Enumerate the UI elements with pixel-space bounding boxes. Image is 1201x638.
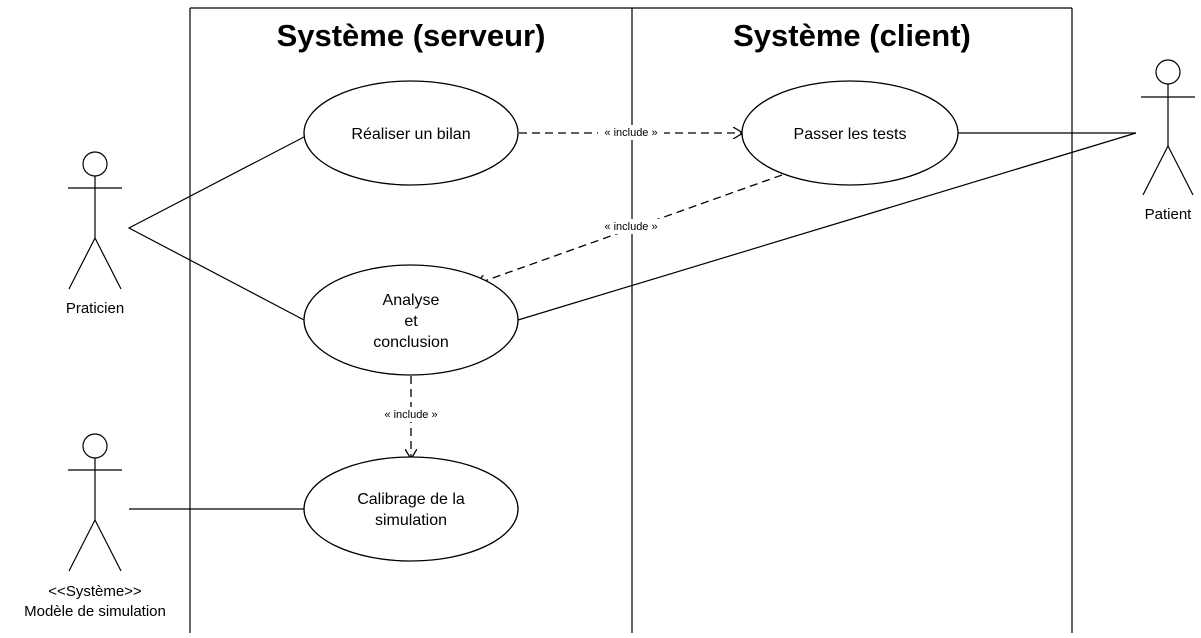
actor-stereotype: <<Système>> <box>48 583 142 600</box>
use-case-ellipse <box>303 264 519 376</box>
actor-patient: Patient <box>1141 59 1195 223</box>
include-label-bilan-tests: « include » <box>604 127 657 139</box>
stick-figure-icon <box>68 151 122 290</box>
actor-modele-simulation: <<Système>> Modèle de simulation <box>24 433 166 620</box>
actor-label: Praticien <box>66 300 124 317</box>
include-label-analyse-calibrage: « include » <box>384 409 437 421</box>
actor-label: Modèle de simulation <box>24 603 166 620</box>
use-case-ellipse <box>303 80 519 186</box>
use-case-label-line-2: simulation <box>375 512 447 529</box>
use-case-bilan: Réaliser un bilan <box>303 80 519 186</box>
include-label-bg-1 <box>598 125 664 140</box>
system-boundaries <box>189 7 1073 633</box>
use-case-label: Réaliser un bilan <box>351 126 470 143</box>
use-case-label: Passer les tests <box>794 126 907 143</box>
include-label-tests-analyse: « include » <box>604 221 657 233</box>
stick-figure-icon <box>68 433 122 572</box>
use-case-tests: Passer les tests <box>741 80 959 186</box>
actor-label: Patient <box>1145 206 1193 223</box>
include-dependencies: « include » « include » « include » <box>376 125 783 459</box>
use-case-ellipse <box>303 456 519 562</box>
actor-praticien: Praticien <box>66 151 124 317</box>
use-case-calibrage: Calibrage de la simulation <box>303 456 519 562</box>
include-label-bg-2 <box>598 219 664 234</box>
system-client-title: Système (client) <box>733 18 971 53</box>
use-case-label-line-1: Analyse <box>383 292 440 309</box>
associations <box>127 132 1137 510</box>
include-label-bg-3 <box>376 407 446 422</box>
association-praticien <box>127 136 305 321</box>
stick-figure-icon <box>1141 59 1195 196</box>
use-case-ellipse <box>741 80 959 186</box>
use-case-label-line-3: conclusion <box>373 334 449 351</box>
use-case-analyse: Analyse et conclusion <box>303 264 519 376</box>
use-case-label-line-2: et <box>404 313 418 330</box>
use-case-label-line-1: Calibrage de la <box>357 491 465 508</box>
association-patient-analyse <box>517 132 1137 321</box>
system-server-title: Système (serveur) <box>277 18 546 53</box>
